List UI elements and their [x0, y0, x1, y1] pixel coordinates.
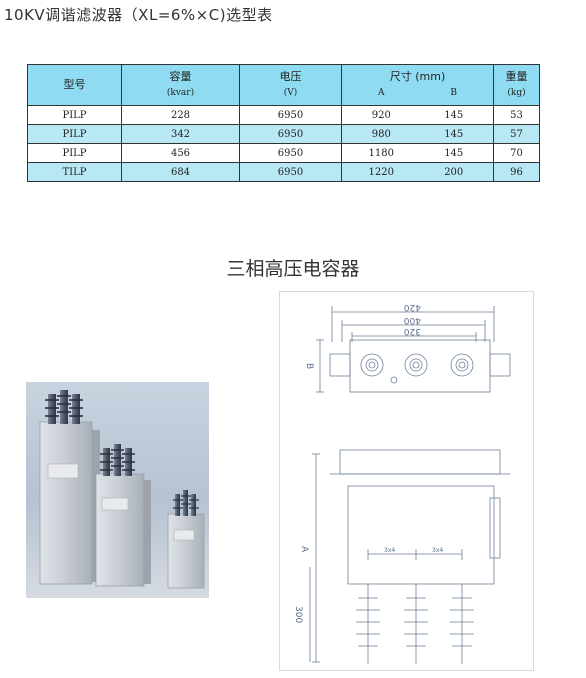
cell-voltage: 6950 — [239, 162, 342, 182]
dim-label-420: 420 — [404, 302, 421, 312]
cell-model: PILP — [27, 124, 122, 144]
cell-weight: 96 — [493, 162, 540, 182]
table-row: TILP 684 6950 1220 200 96 — [27, 162, 540, 182]
cell-model: TILP — [27, 162, 122, 182]
cell-capacity: 684 — [121, 162, 240, 182]
header-unit: (V) — [283, 88, 298, 98]
bushings — [356, 584, 474, 664]
cell-dim-b: 145 — [444, 147, 464, 159]
cell-weight: 70 — [493, 143, 540, 163]
page-title: 10KV调谐滤波器（XL=6%×C)选型表 — [4, 6, 273, 24]
dim-label-bushing-left: 3x4 — [384, 547, 395, 554]
header-sub-a: A — [378, 88, 385, 98]
dim-label-bushing-right: 3x4 — [432, 547, 443, 554]
cell-capacity: 456 — [121, 143, 240, 163]
cell-voltage: 6950 — [239, 143, 342, 163]
cell-voltage: 6950 — [239, 105, 342, 125]
dim-label-320: 320 — [404, 326, 421, 336]
header-sub-b: B — [450, 88, 458, 98]
cell-capacity: 228 — [121, 105, 240, 125]
cell-dimensions: 1220 200 — [341, 162, 494, 182]
header-voltage: 电压 (V) — [239, 64, 342, 106]
capacitor-photo-illustration — [39, 390, 205, 589]
dimension-drawing: 420 400 320 B A 300 3x4 3x4 — [279, 291, 534, 671]
dim-label-b: B — [304, 363, 314, 369]
cell-dim-a: 920 — [371, 109, 391, 121]
header-capacity: 容量 (kvar) — [121, 64, 240, 106]
header-model: 型号 — [27, 64, 122, 106]
header-label: 型号 — [63, 78, 86, 91]
cell-dimensions: 980 145 — [341, 124, 494, 144]
section-title: 三相高压电容器 — [226, 258, 360, 280]
header-label: 重量 — [505, 70, 528, 83]
dim-label-300: 300 — [293, 606, 303, 623]
header-label: 容量 — [169, 70, 192, 83]
cell-voltage: 6950 — [239, 124, 342, 144]
table-row: PILP 456 6950 1180 145 70 — [27, 143, 540, 163]
table-row: PILP 228 6950 920 145 53 — [27, 105, 540, 125]
capacitor-small — [167, 490, 205, 589]
cell-weight: 53 — [493, 105, 540, 125]
cell-weight: 57 — [493, 124, 540, 144]
cell-dim-b: 145 — [444, 109, 464, 121]
dimension-drawing-svg: 420 400 320 B A 300 3x4 3x4 — [293, 302, 511, 664]
cell-model: PILP — [27, 143, 122, 163]
cell-dim-a: 1220 — [368, 166, 394, 178]
header-label: 尺寸 (mm) — [389, 70, 446, 83]
capacitor-large — [39, 390, 100, 585]
dim-label-400: 400 — [404, 315, 421, 325]
header-unit: (kg) — [507, 88, 526, 98]
cell-dim-a: 980 — [371, 128, 391, 140]
dim-label-a: A — [299, 546, 309, 553]
cell-dim-a: 1180 — [368, 147, 394, 159]
cell-dim-b: 145 — [444, 128, 464, 140]
cell-dim-b: 200 — [444, 166, 464, 178]
cell-dimensions: 920 145 — [341, 105, 494, 125]
capacitor-medium — [95, 444, 151, 587]
cell-model: PILP — [27, 105, 122, 125]
cell-dimensions: 1180 145 — [341, 143, 494, 163]
header-weight: 重量 (kg) — [493, 64, 540, 106]
header-unit: (kvar) — [166, 88, 195, 98]
capacitor-photo — [26, 382, 209, 598]
table-row: PILP 342 6950 980 145 57 — [27, 124, 540, 144]
header-label: 电压 — [279, 70, 302, 83]
cell-capacity: 342 — [121, 124, 240, 144]
